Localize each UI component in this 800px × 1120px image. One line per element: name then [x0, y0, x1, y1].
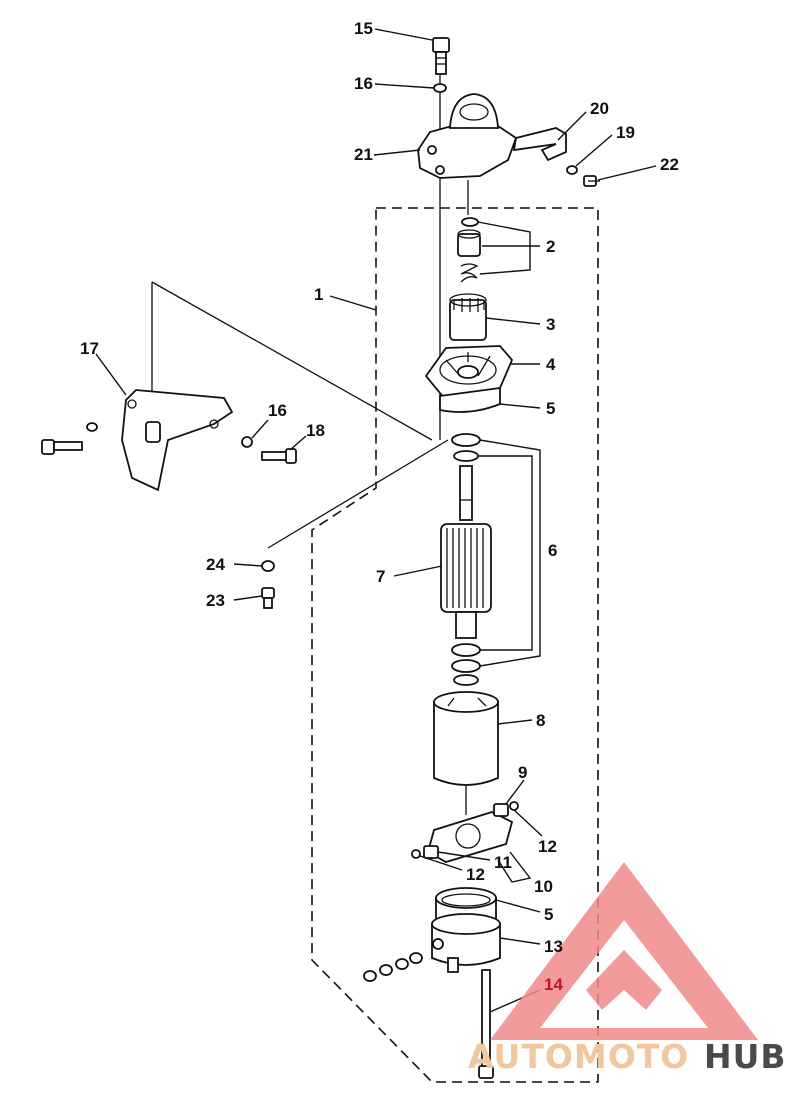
callout-20: 20 [590, 99, 609, 118]
callout-13: 13 [544, 937, 563, 956]
assembly-boundary [311, 207, 599, 1083]
callout-6: 6 [548, 541, 557, 560]
callout-9: 9 [518, 763, 527, 782]
bracket-bolt [41, 439, 83, 455]
callout-21: 21 [354, 145, 373, 164]
callout-4: 4 [546, 355, 556, 374]
pinion-gear-part-3 [449, 293, 487, 341]
screw-part-12-right [509, 801, 519, 811]
mounting-bracket-part-17 [121, 389, 234, 492]
callout-18: 18 [306, 421, 325, 440]
drive-parts-part-2 [457, 217, 481, 283]
screw-part-22 [583, 175, 600, 187]
watermark-triangle-inner [586, 950, 662, 1010]
end-cover-part-21 [417, 93, 518, 179]
screw-part-23 [261, 587, 275, 609]
callout-22: 22 [660, 155, 679, 174]
callout-2: 2 [546, 237, 555, 256]
brush-part-9 [493, 803, 509, 817]
watermark-triangle-logo [490, 862, 758, 1040]
washer-part-16 [433, 83, 447, 93]
callout-12-left: 12 [466, 865, 485, 884]
bracket-washer [86, 422, 98, 432]
washer-part-24 [261, 560, 275, 572]
callout-24: 24 [206, 555, 225, 574]
leader-lines [95, 28, 657, 1013]
callout-11: 11 [494, 853, 512, 872]
callout-10: 10 [534, 877, 553, 896]
callout-1: 1 [314, 285, 323, 304]
washer-assembly-line [267, 439, 449, 549]
callout-14: 14 [544, 975, 563, 994]
callout-16-top: 16 [354, 74, 373, 93]
end-housing-part-13 [431, 913, 501, 973]
automotohub-watermark: AUTOMOTO HUB [468, 862, 787, 1076]
through-bolt-part-14 [478, 969, 494, 1079]
callout-7: 7 [376, 567, 385, 586]
washer-part-16-right [241, 436, 253, 448]
drive-end-housing-part-4 [424, 345, 514, 399]
callout-5-top: 5 [546, 399, 555, 418]
armature-part-7 [440, 465, 492, 639]
callout-5-bottom: 5 [544, 905, 553, 924]
bracket-tab-part-20 [512, 127, 567, 162]
screw-part-12-left [411, 849, 421, 859]
bolt-part-18 [261, 448, 297, 464]
callout-19: 19 [616, 123, 635, 142]
washer-set [363, 952, 423, 982]
callout-labels: 15 16 20 19 21 22 2 1 3 17 4 5 16 18 6 2… [80, 19, 679, 994]
callout-16-right: 16 [268, 401, 287, 420]
callout-15: 15 [354, 19, 373, 38]
seal-ring-part-5-top [439, 386, 501, 413]
watermark-text-part1: AUTOMOTO [468, 1037, 689, 1076]
brush-part-11 [423, 845, 439, 859]
lockwasher-part-19 [566, 165, 578, 175]
watermark-text-part2: HUB [704, 1037, 787, 1076]
bolt-part-15 [432, 37, 450, 75]
callout-8: 8 [536, 711, 545, 730]
callout-3: 3 [546, 315, 555, 334]
callout-12-right: 12 [538, 837, 557, 856]
callout-17: 17 [80, 339, 99, 358]
frame-housing-part-8 [433, 691, 499, 786]
callout-23: 23 [206, 591, 225, 610]
